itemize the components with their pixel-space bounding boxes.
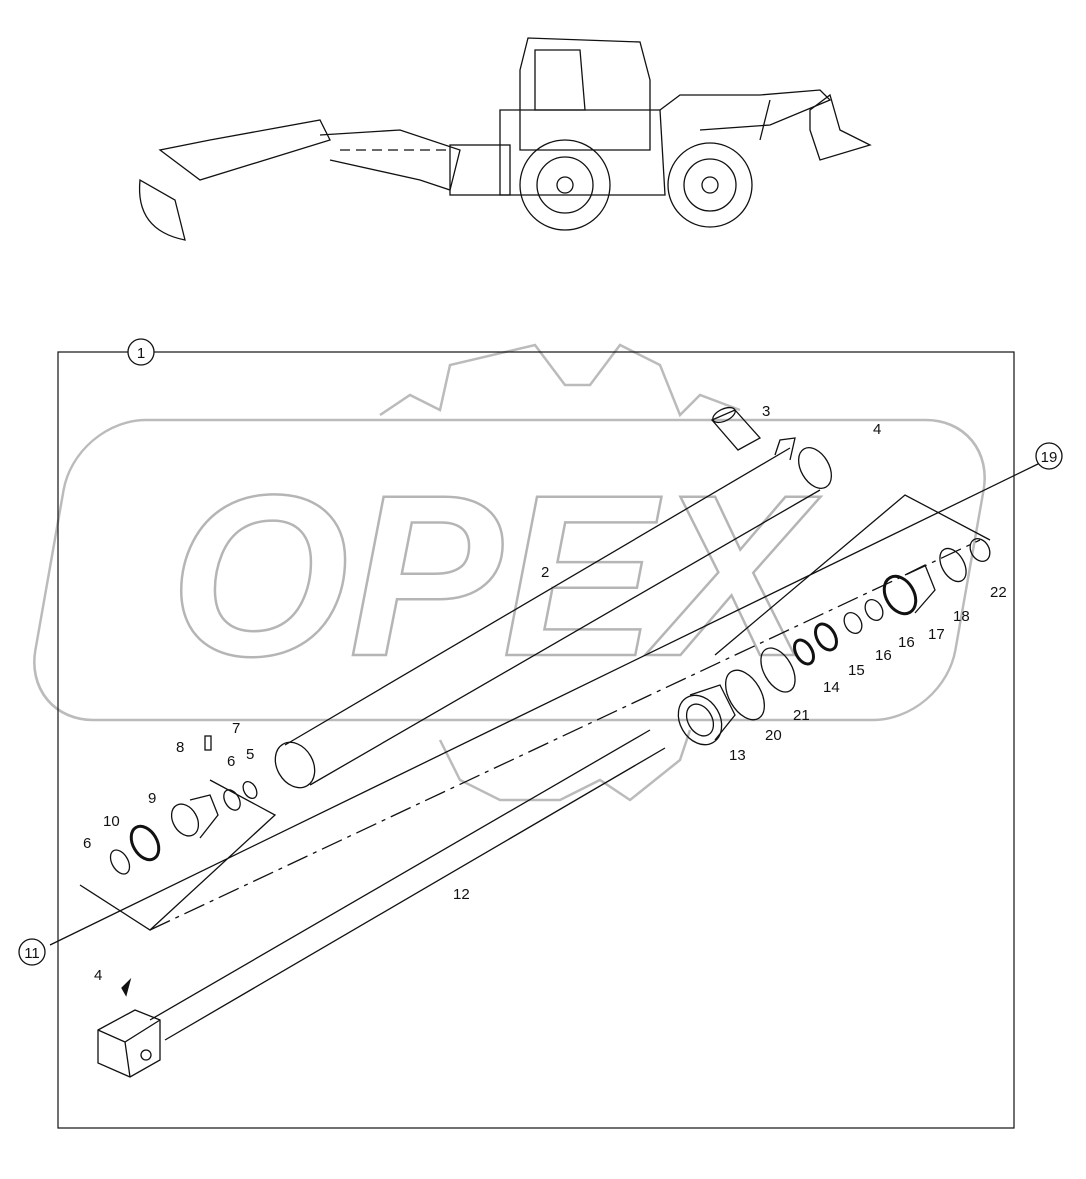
assembly-frame xyxy=(57,351,1015,1129)
part-label: 12 xyxy=(453,886,470,903)
part-label: 6 xyxy=(227,753,235,770)
part-label: 6 xyxy=(83,835,91,852)
part-labels: 3 4 2 22 18 17 16 16 15 14 21 20 13 7 8 … xyxy=(83,403,1007,984)
callout-piston-kit: 11 xyxy=(18,938,46,966)
part-label: 4 xyxy=(873,421,881,438)
piston-rod xyxy=(97,729,666,1078)
part-label: 14 xyxy=(823,679,840,696)
gland xyxy=(677,684,736,746)
part-label: 16 xyxy=(898,634,915,651)
part-label: 2 xyxy=(541,564,549,581)
part-label: 13 xyxy=(729,747,746,764)
part-label: 16 xyxy=(875,647,892,664)
part-label: 18 xyxy=(953,608,970,625)
part-label: 3 xyxy=(762,403,770,420)
pin xyxy=(710,406,762,451)
piston-parts xyxy=(109,735,258,875)
part-label: 20 xyxy=(765,727,782,744)
part-label: 22 xyxy=(990,584,1007,601)
part-label: 5 xyxy=(246,746,254,763)
part-label: 17 xyxy=(928,626,945,643)
part-label: 4 xyxy=(94,967,102,984)
kit-brackets xyxy=(49,462,1041,946)
callout-assembly: 1 xyxy=(127,338,155,366)
backhoe-loader-illustration xyxy=(138,37,872,241)
watermark-text: OPEX xyxy=(170,447,821,704)
callout-gland-kit: 19 xyxy=(1035,442,1063,470)
part-label: 8 xyxy=(176,739,184,756)
callout-label: 19 xyxy=(1041,449,1058,466)
part-label: 9 xyxy=(148,790,156,807)
part-label: 21 xyxy=(793,707,810,724)
part-label: 15 xyxy=(848,662,865,679)
callout-label: 11 xyxy=(24,945,40,962)
cylinder-barrel xyxy=(274,437,833,789)
callout-label: 1 xyxy=(137,345,145,362)
seal-rings xyxy=(725,538,991,721)
part-label: 10 xyxy=(103,813,120,830)
part-label: 7 xyxy=(232,720,240,737)
opex-watermark: OPEX xyxy=(33,343,986,802)
